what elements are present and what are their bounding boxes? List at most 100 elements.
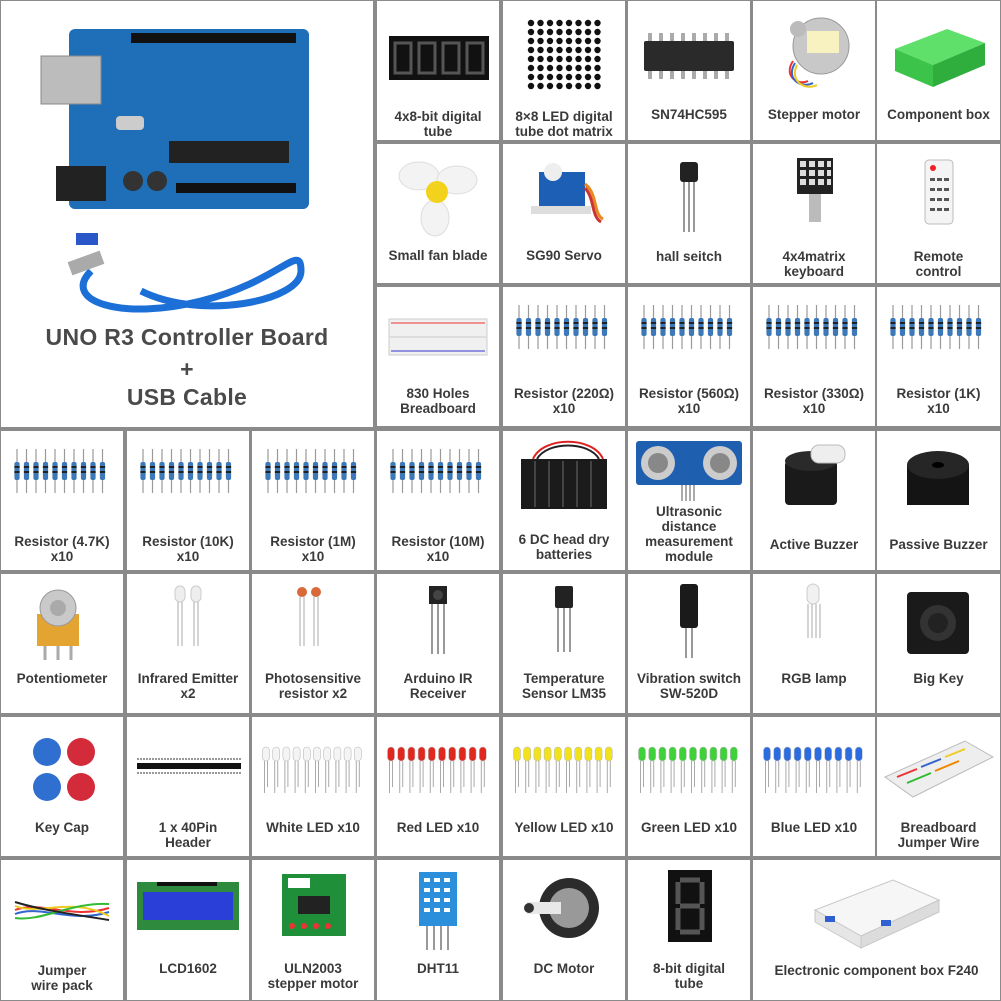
item-dcmotor: DC Motor (503, 860, 625, 1000)
label-r1k: Resistor (1K) x10 (896, 386, 981, 416)
led-icon (262, 746, 362, 793)
ir-receiver-icon (429, 586, 447, 654)
label-passivebuzzer: Passive Buzzer (889, 537, 988, 552)
item-yellow: Yellow LED x10 (503, 717, 625, 856)
label-stepper: Stepper motor (767, 107, 861, 122)
label-f240: Electronic component box F240 (774, 963, 979, 978)
item-green: Green LED x10 (628, 717, 750, 856)
item-dht: DHT11 (377, 860, 499, 1000)
label-seg1: 8-bit digital tube (653, 961, 725, 991)
led-icon (513, 746, 613, 793)
item-r47k: Resistor (4.7K) x10 (1, 431, 123, 570)
servo-icon (531, 163, 604, 224)
label-header: 1 x 40Pin Header (158, 820, 218, 850)
item-r1k: Resistor (1K) x10 (877, 287, 1000, 426)
label-keycap: Key Cap (34, 820, 90, 835)
item-f240: Electronic component box F240 (753, 860, 1000, 1000)
ic-chip-icon (644, 33, 734, 79)
item-keypad: 4x4matrix keyboard (753, 144, 875, 283)
led-icon (174, 585, 202, 646)
item-rgb: RGB lamp (753, 574, 875, 713)
label-lcd: LCD1602 (159, 961, 217, 976)
label-r560: Resistor (560Ω) x10 (638, 386, 740, 416)
item-irled: Infrared Emitter x2 (127, 574, 249, 713)
label-white: White LED x10 (266, 820, 360, 835)
label-matrix: 8×8 LED digital tube dot matrix (515, 109, 613, 139)
label-vib: Vibration switch SW-520D (636, 671, 742, 701)
item-remote: Remote control (877, 144, 1000, 283)
label-compbox: Component box (887, 107, 990, 122)
item-r220: Resistor (220Ω) x10 (503, 287, 625, 426)
label-r47k: Resistor (4.7K) x10 (14, 534, 110, 564)
label-uln: ULN2003 stepper motor (267, 961, 359, 991)
item-bigkey: Big Key (877, 574, 1000, 713)
item-matrix: 8×8 LED digital tube dot matrix (503, 1, 625, 140)
item-r10k: Resistor (10K) x10 (127, 431, 249, 570)
buzzer-icon (785, 444, 846, 505)
uno-cell: UNO R3 Controller Board + USB Cable (1, 1, 373, 427)
dht11-icon (419, 872, 457, 950)
item-passivebuzzer: Passive Buzzer (877, 431, 1000, 570)
resistor-strip-icon (265, 449, 357, 493)
led-icon (387, 746, 487, 793)
hall-sensor-icon (680, 162, 698, 232)
resistor-strip-icon (641, 305, 733, 349)
dot-matrix-icon (527, 19, 601, 90)
label-irled: Infrared Emitter x2 (137, 671, 239, 701)
vibration-switch-icon (680, 584, 698, 658)
resistor-strip-icon (14, 449, 106, 493)
uno-title: UNO R3 Controller Board (45, 324, 329, 350)
item-photo: Photosensitive resistor x2 (252, 574, 374, 713)
label-servo: SG90 Servo (526, 248, 602, 263)
uno-subtitle: USB Cable (126, 384, 248, 410)
jumper-box-icon (884, 740, 995, 798)
resistor-strip-icon (390, 449, 482, 493)
label-red: Red LED x10 (396, 820, 480, 835)
uno-plus: + (180, 356, 194, 382)
label-dht: DHT11 (416, 961, 460, 976)
label-tube4: 4x8-bit digital tube (394, 109, 482, 139)
resistor-strip-icon (890, 305, 982, 349)
label-breadboard: 830 Holes Breadboard (400, 386, 476, 416)
label-blue: Blue LED x10 (770, 820, 858, 835)
fan-blade-icon (398, 161, 478, 237)
label-r330: Resistor (330Ω) x10 (763, 386, 865, 416)
item-r1m: Resistor (1M) x10 (252, 431, 374, 570)
item-white: White LED x10 (252, 717, 374, 856)
label-jumper: Breadboard Jumper Wire (897, 820, 980, 850)
label-battery: 6 DC head dry batteries (518, 532, 610, 562)
item-battery: 6 DC head dry batteries (503, 431, 625, 570)
label-r10m: Resistor (10M) x10 (391, 534, 485, 564)
uln-board-icon (282, 874, 346, 936)
stepper-motor-icon (788, 17, 850, 88)
item-vib: Vibration switch SW-520D (628, 574, 750, 713)
label-photo: Photosensitive resistor x2 (264, 671, 362, 701)
label-rgb: RGB lamp (781, 671, 847, 686)
item-seg1: 8-bit digital tube (628, 860, 750, 1000)
item-sn74: SN74HC595 (628, 1, 750, 140)
label-irrecv: Arduino IR Receiver (403, 671, 473, 701)
lcd-icon (137, 882, 239, 930)
label-r220: Resistor (220Ω) x10 (513, 386, 615, 416)
resistor-strip-icon (766, 305, 858, 349)
label-yellow: Yellow LED x10 (514, 820, 614, 835)
big-key-icon (907, 592, 969, 654)
item-lm35: Temperature Sensor LM35 (503, 574, 625, 713)
label-dcmotor: DC Motor (533, 961, 595, 976)
led-icon (763, 746, 863, 793)
item-r10m: Resistor (10M) x10 (377, 431, 499, 570)
dc-motor-icon (524, 878, 599, 938)
uno-board-icon (40, 29, 309, 313)
item-hall: hall seitch (628, 144, 750, 283)
label-pot: Potentiometer (16, 671, 108, 686)
item-lcd: LCD1602 (127, 860, 249, 1000)
item-pot: Potentiometer (1, 574, 123, 713)
key-caps-icon (33, 738, 95, 801)
label-sn74: SN74HC595 (651, 107, 727, 122)
item-compbox: Component box (877, 1, 1000, 140)
item-activebuzzer: Active Buzzer (753, 431, 875, 570)
item-header: 1 x 40Pin Header (127, 717, 249, 856)
potentiometer-icon (37, 589, 79, 660)
label-bigkey: Big Key (913, 671, 964, 686)
